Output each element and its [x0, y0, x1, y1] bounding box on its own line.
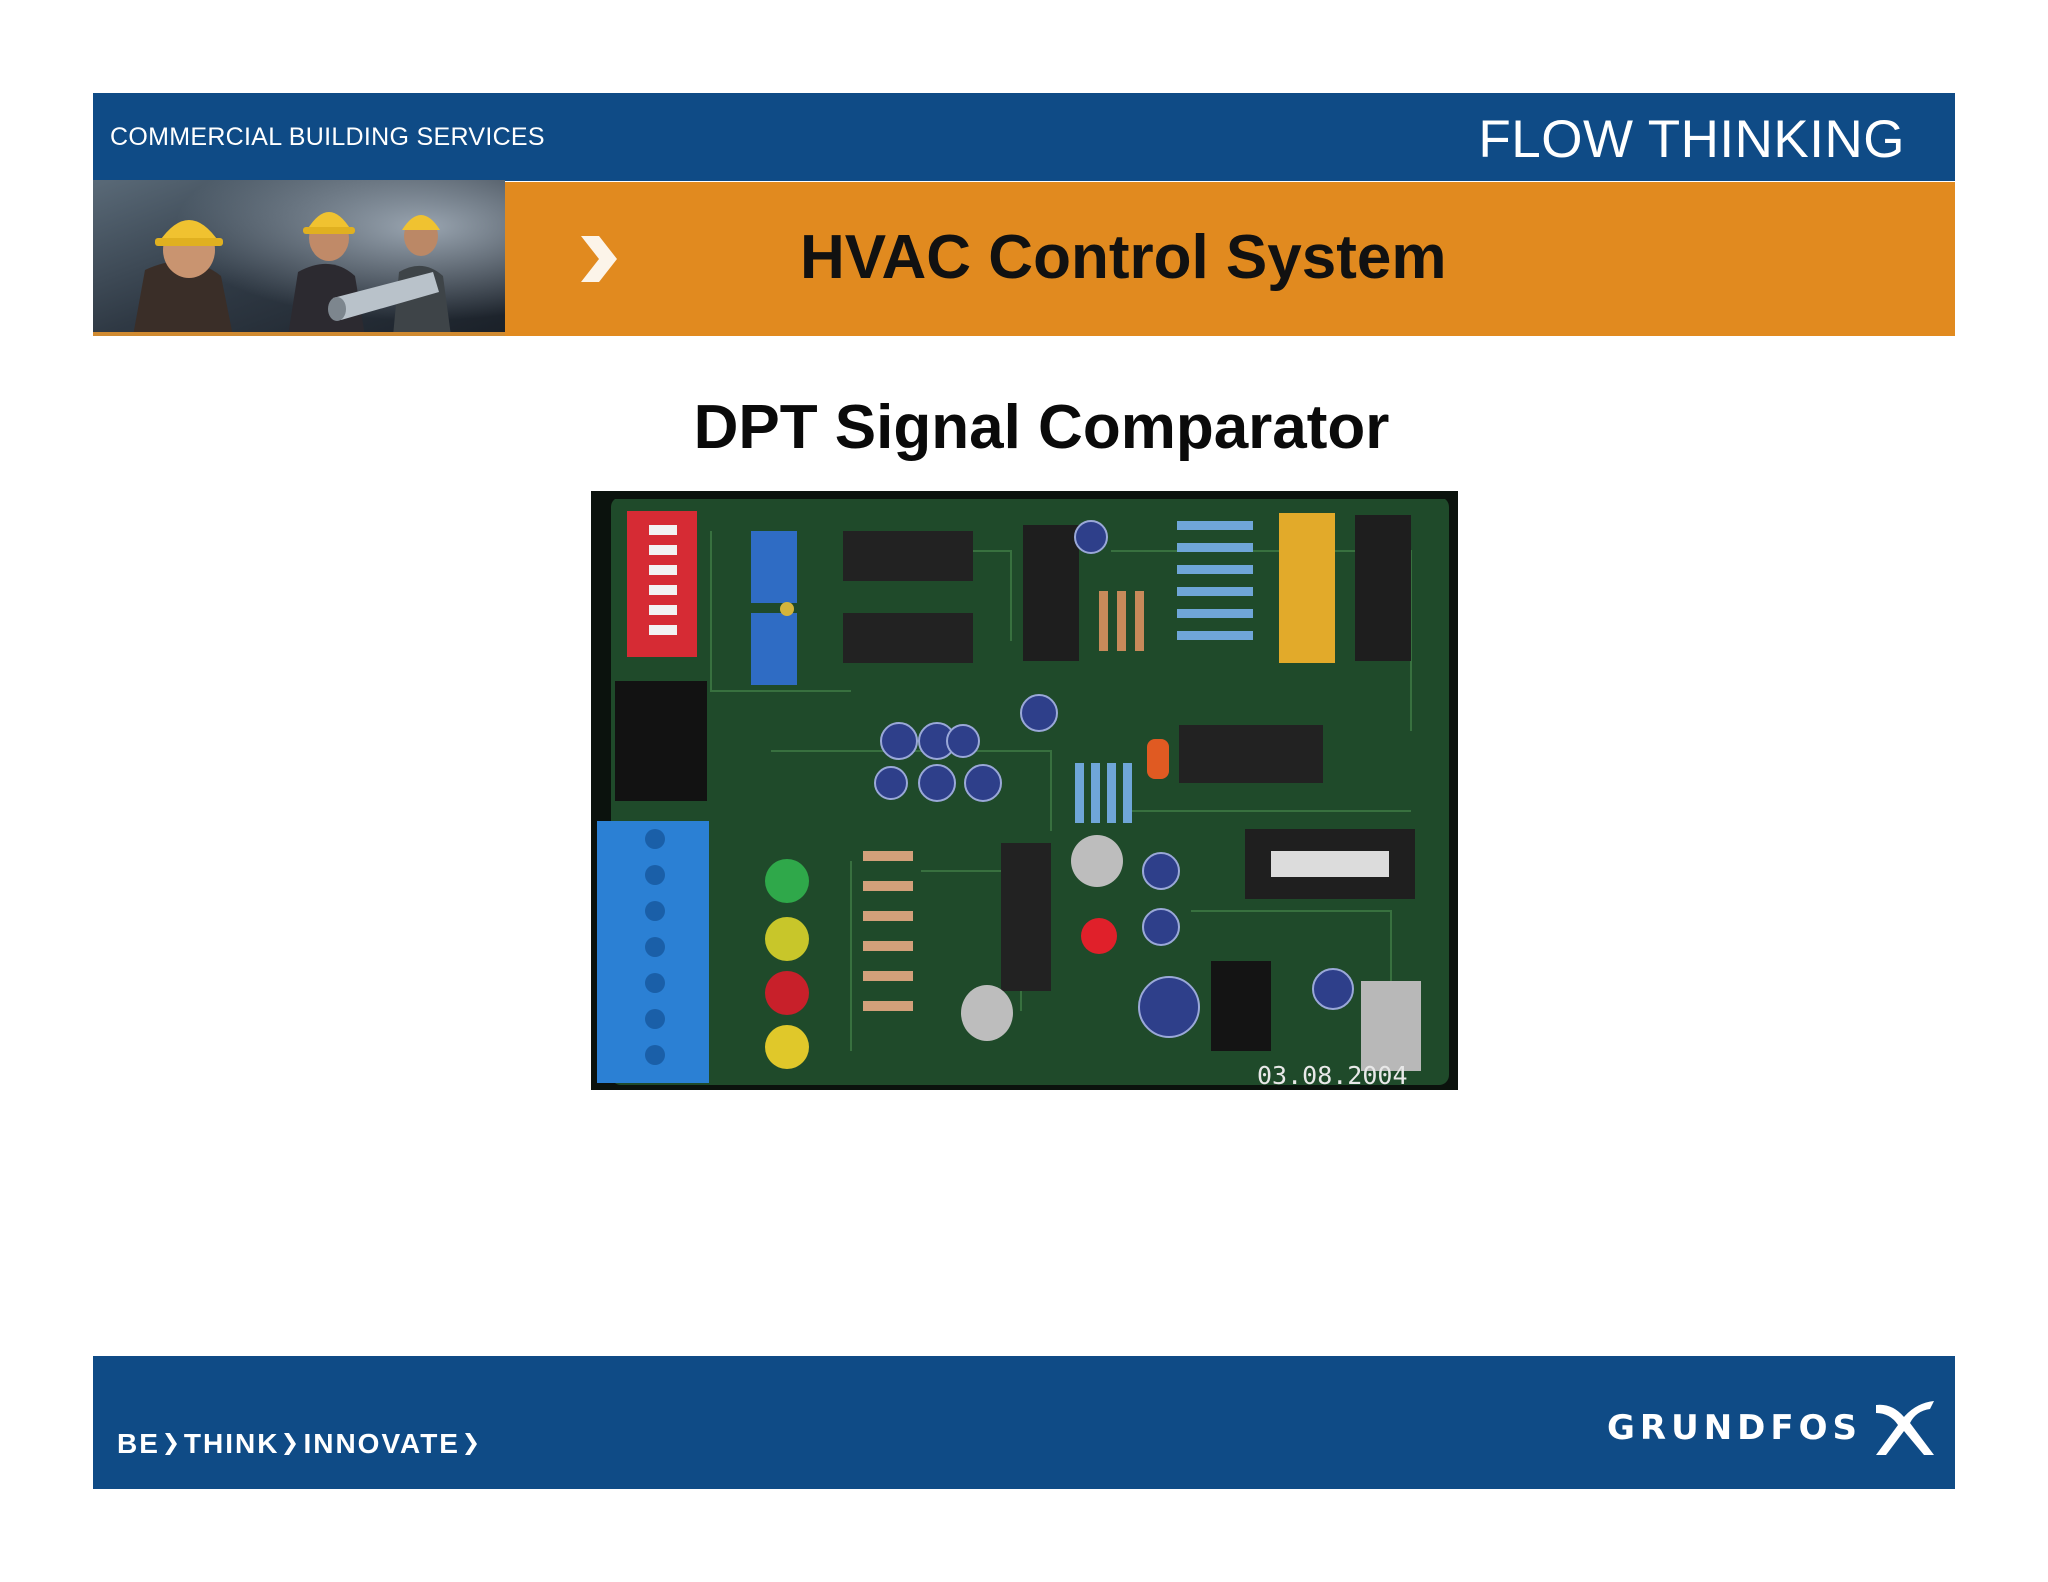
chevron-right-icon	[581, 236, 617, 282]
chevron-right-icon	[164, 1433, 177, 1455]
motto-word-think: THINK	[183, 1428, 280, 1459]
circuit-board-photo: 03.08.2004	[591, 491, 1458, 1090]
motto: BE THINK INNOVATE	[117, 1428, 484, 1460]
motto-word-innovate: INNOVATE	[303, 1428, 460, 1459]
title-band: HVAC Control System	[505, 182, 1955, 336]
grundfos-logo-mark	[1876, 1401, 1934, 1455]
slide-subtitle: DPT Signal Comparator	[693, 393, 1390, 462]
brand-name: GRUNDFOS	[1607, 1408, 1862, 1448]
photo-date-stamp: 03.08.2004	[1257, 1061, 1408, 1090]
header-bar: COMMERCIAL BUILDING SERVICES FLOW THINKI…	[93, 93, 1955, 181]
motto-word-be: BE	[117, 1428, 160, 1459]
chevron-right-icon	[464, 1433, 477, 1455]
chevron-right-icon	[284, 1433, 297, 1455]
tagline: FLOW THINKING	[1478, 110, 1905, 169]
brand-logo: GRUNDFOS	[1518, 1396, 1938, 1460]
division-label: COMMERCIAL BUILDING SERVICES	[110, 123, 545, 151]
workers-photo	[93, 180, 505, 336]
slide-title: HVAC Control System	[800, 223, 1447, 292]
footer-bar: BE THINK INNOVATE GRUNDFOS	[93, 1356, 1955, 1489]
